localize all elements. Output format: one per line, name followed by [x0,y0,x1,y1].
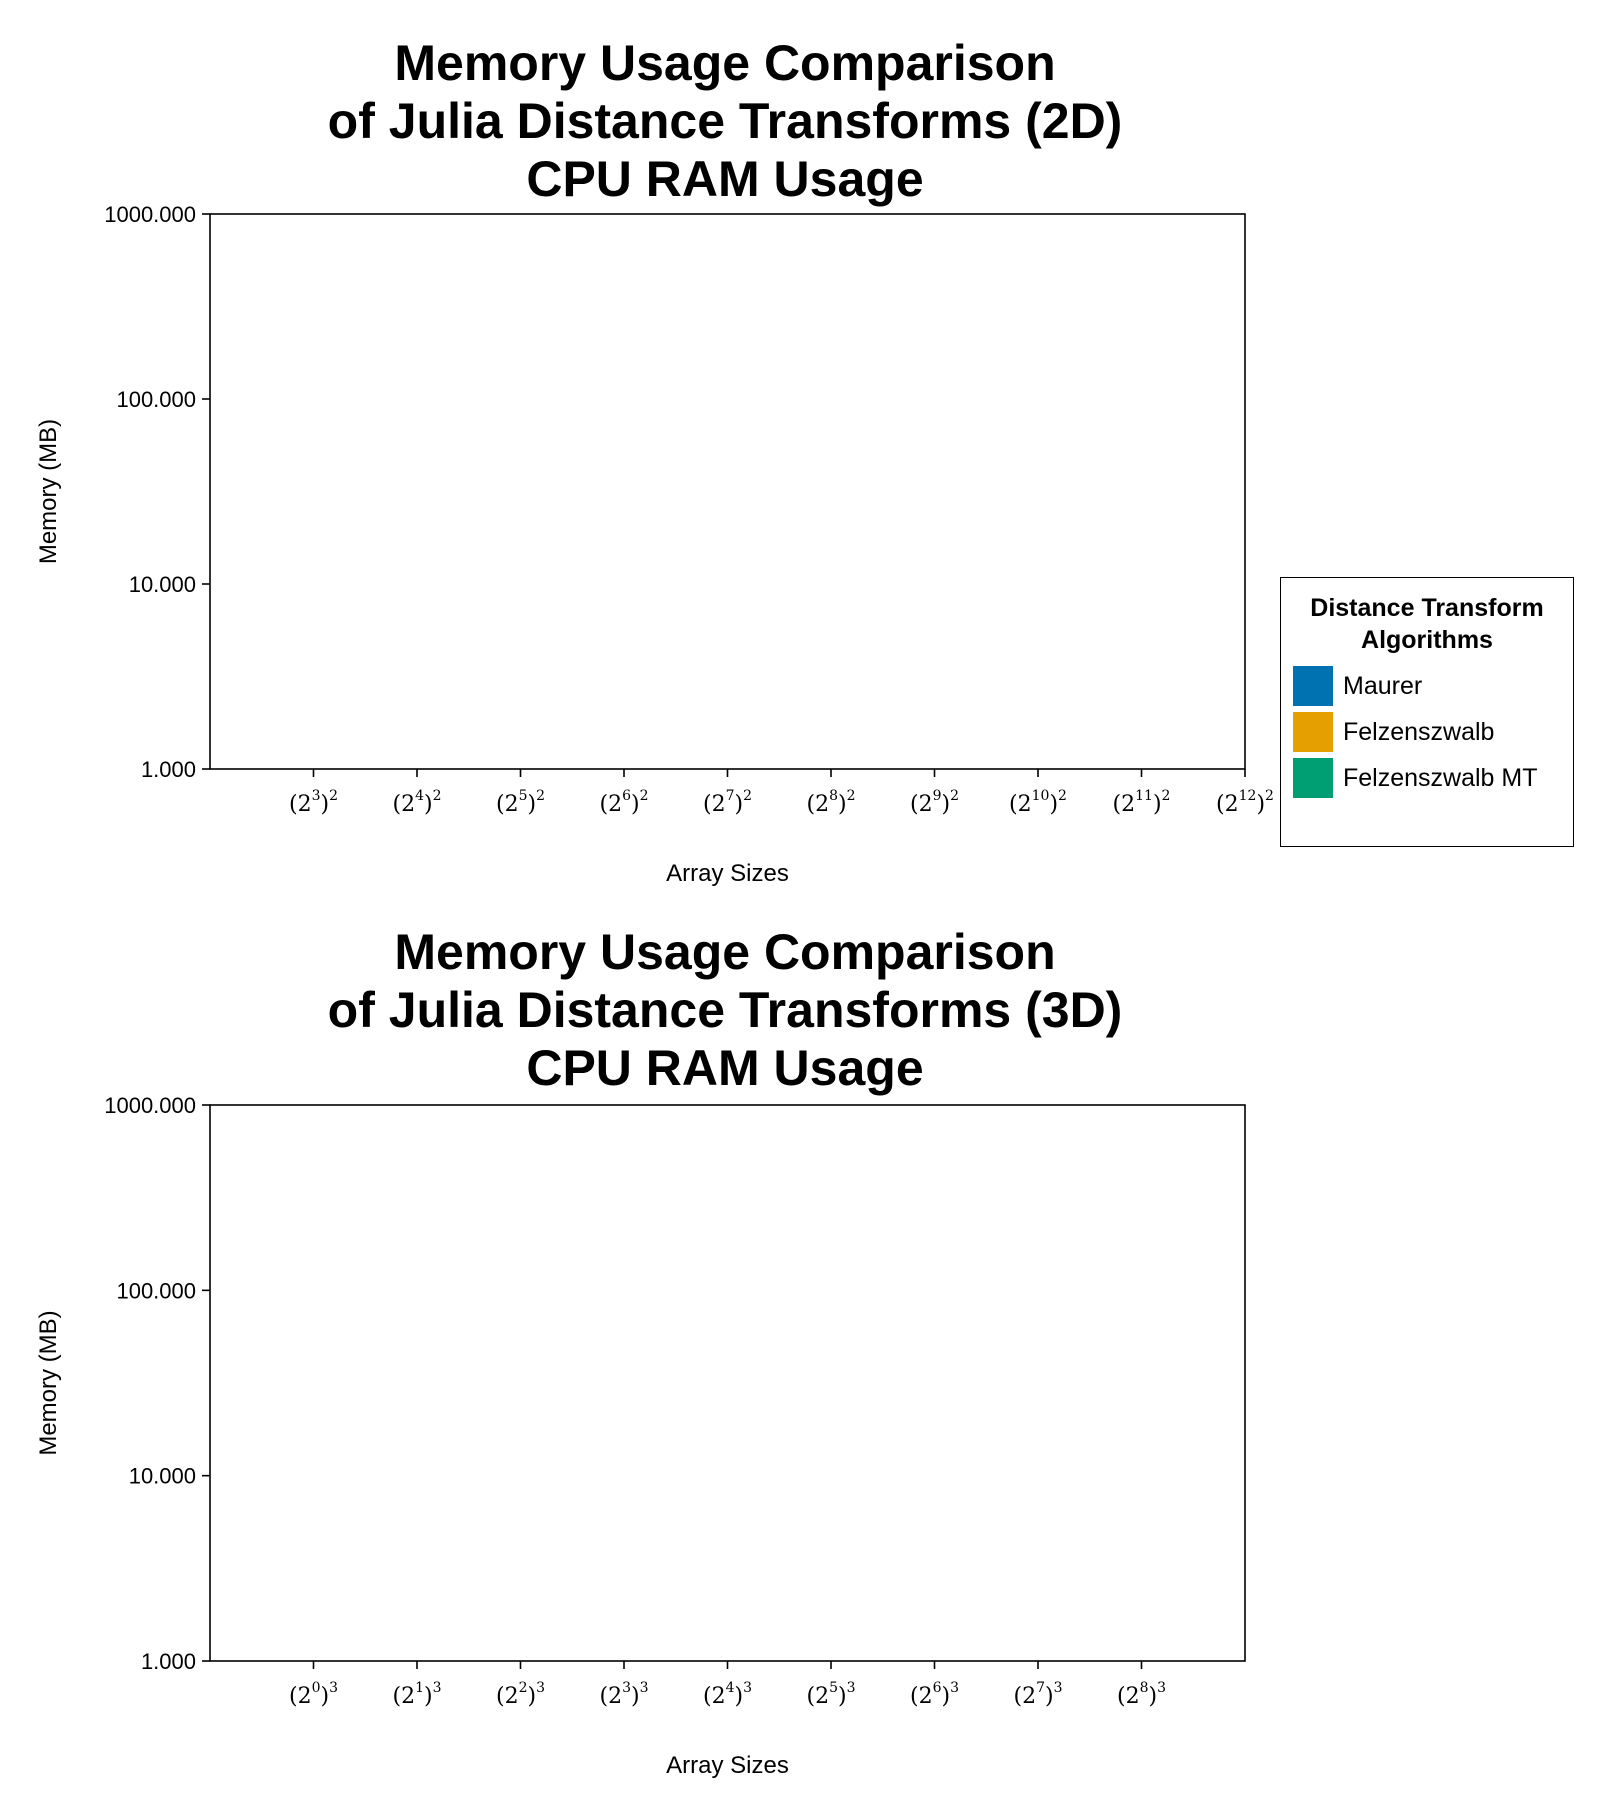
title-line: Memory Usage Comparison [394,35,1056,91]
y-tick-label: 1000.000 [104,1093,196,1118]
x-tick-label: (20)3 [289,1680,338,1709]
y-tick-label: 1.000 [141,757,196,782]
chart-title-2d: Memory Usage Comparison of Julia Distanc… [210,34,1240,208]
legend-label: Felzenszwalb MT [1343,763,1538,792]
plot-frame [209,213,1246,770]
x-tick-label: (23)2 [289,788,338,817]
x-tick-label: (22)3 [496,1680,545,1709]
x-tick-label: (29)2 [910,788,959,817]
y-tick-label: 100.000 [116,1278,196,1303]
legend-label: Felzenszwalb [1343,717,1495,746]
x-tick-label: (27)3 [1013,1680,1062,1709]
x-tick-label: (212)2 [1216,788,1274,817]
x-axis-label: Array Sizes [666,1752,789,1779]
legend-item-felzenszwalb: Felzenszwalb [1293,712,1573,752]
y-tick-label: 1000.000 [104,202,196,227]
x-tick-label: (21)3 [392,1680,441,1709]
title-line: CPU RAM Usage [526,1040,924,1096]
legend-swatch [1293,758,1333,798]
title-line: Memory Usage Comparison [394,924,1056,980]
y-axis-label: Memory (MB) [35,1310,62,1455]
legend-label: Maurer [1343,671,1423,700]
legend-item-maurer: Maurer [1293,666,1573,706]
plot-frame [209,1104,1246,1662]
x-axis-label: Array Sizes [666,860,789,887]
legend-title-line: Algorithms [1361,626,1493,654]
y-tick-label: 10.000 [129,572,196,597]
y-tick-label: 10.000 [129,1464,196,1489]
legend-swatch [1293,712,1333,752]
y-axis-label: Memory (MB) [35,419,62,564]
x-tick-label: (25)2 [496,788,545,817]
y-tick-label: 100.000 [116,387,196,412]
x-tick-label: (211)2 [1113,788,1171,817]
legend-item-felzenszwalb-mt: Felzenszwalb MT [1293,758,1573,798]
x-tick-label: (26)3 [910,1680,959,1709]
x-tick-label: (28)2 [806,788,855,817]
title-line: of Julia Distance Transforms (3D) [327,982,1123,1038]
x-tick-label: (23)3 [599,1680,648,1709]
x-tick-label: (26)2 [599,788,648,817]
x-tick-label: (28)3 [1117,1680,1166,1709]
legend-swatch [1293,666,1333,706]
x-tick-label: (24)3 [703,1680,752,1709]
y-tick-label: 1.000 [141,1649,196,1674]
chart-title-3d: Memory Usage Comparison of Julia Distanc… [210,923,1240,1097]
x-tick-label: (24)2 [392,788,441,817]
x-tick-label: (27)2 [703,788,752,817]
title-line: CPU RAM Usage [526,151,924,207]
x-tick-label: (210)2 [1009,788,1067,817]
legend-title: Distance Transform Algorithms [1281,592,1573,656]
legend-title-line: Distance Transform [1310,594,1544,622]
x-tick-label: (25)3 [806,1680,855,1709]
title-line: of Julia Distance Transforms (2D) [327,93,1123,149]
